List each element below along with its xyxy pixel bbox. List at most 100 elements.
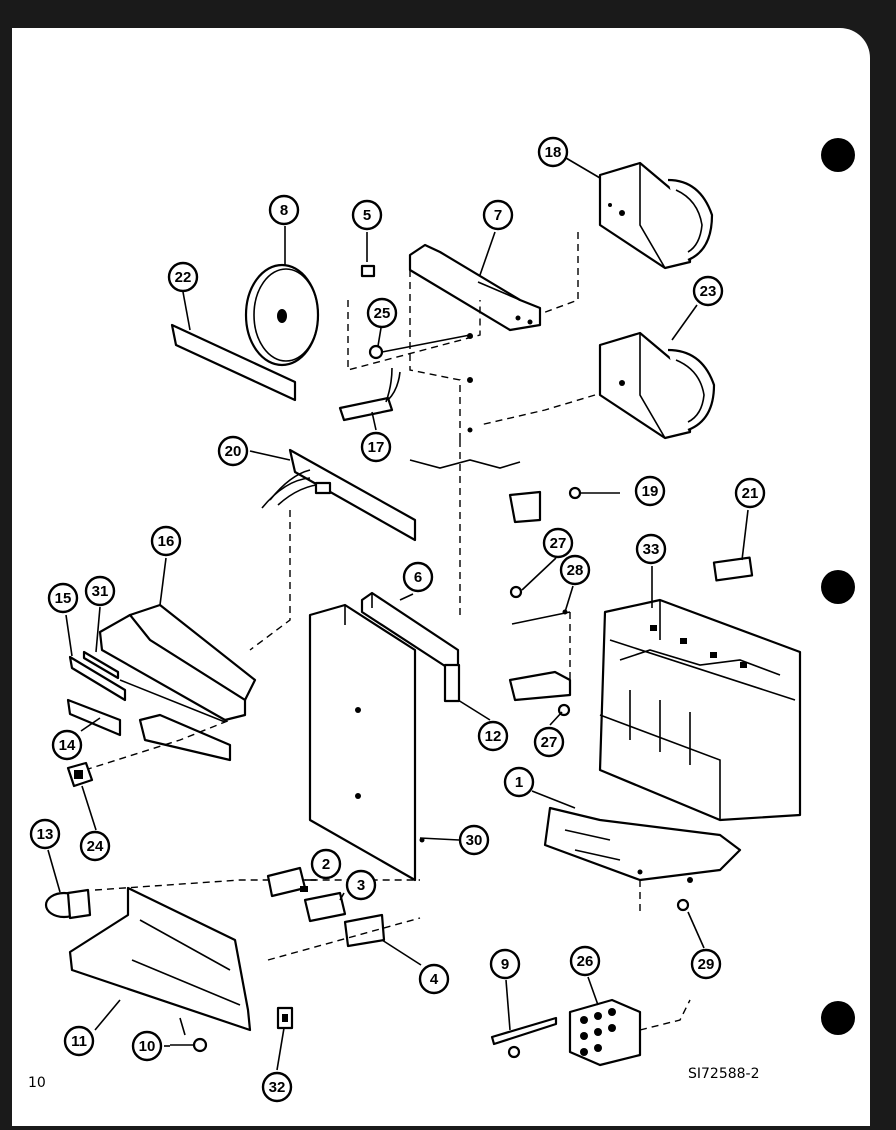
callout-16: 16	[150, 525, 182, 557]
callout-8: 8	[268, 194, 300, 226]
part-screw-19	[568, 486, 620, 500]
callout-circle	[458, 824, 490, 856]
callout-13: 13	[29, 818, 61, 850]
callout-number: 9	[501, 956, 509, 973]
part-rod-9	[490, 1016, 558, 1059]
callout-circle	[635, 533, 667, 565]
leader-lines	[47, 157, 749, 1071]
callout-6: 6	[402, 561, 434, 593]
part-terminal-block-26	[568, 998, 691, 1067]
callout-circle	[310, 848, 342, 880]
callout-circle	[482, 199, 514, 231]
callout-number: 17	[368, 439, 385, 456]
callout-number: 26	[577, 953, 594, 970]
callout-number: 25	[374, 305, 391, 322]
callout-number: 2	[322, 856, 330, 873]
callout-14: 14	[51, 729, 83, 761]
part-connector-12	[443, 663, 461, 703]
callout-circle	[47, 582, 79, 614]
binder-hole	[821, 1001, 855, 1035]
callout-circle	[51, 729, 83, 761]
callout-circle	[402, 561, 434, 593]
callout-number: 5	[363, 207, 371, 224]
callout-circle	[131, 1030, 163, 1062]
callout-25: 25	[366, 297, 398, 329]
callout-number: 23	[700, 283, 717, 300]
callout-circle	[79, 830, 111, 862]
callout-number: 28	[567, 562, 584, 579]
callout-number: 29	[698, 956, 715, 973]
part-timer-23	[598, 331, 716, 440]
callout-1: 1	[503, 766, 535, 798]
callout-29: 29	[690, 948, 722, 980]
callout-circle	[63, 1025, 95, 1057]
callout-number: 21	[742, 485, 759, 502]
callout-number: 32	[269, 1079, 286, 1096]
callout-5: 5	[351, 199, 383, 231]
callout-32: 32	[261, 1071, 293, 1103]
callout-circle	[418, 963, 450, 995]
callout-28: 28	[559, 554, 591, 586]
callout-circle	[167, 261, 199, 293]
part-block-4	[343, 913, 386, 948]
part-chassis-30	[308, 603, 425, 882]
binder-hole	[821, 138, 855, 172]
figure-code: SI72588-2	[688, 1066, 760, 1082]
callout-circle	[477, 720, 509, 752]
part-knob-13	[44, 888, 92, 920]
callout-circle	[533, 726, 565, 758]
callout-number: 18	[545, 144, 562, 161]
callout-number: 6	[414, 569, 422, 586]
callout-number: 20	[225, 443, 242, 460]
callout-31: 31	[84, 575, 116, 607]
callout-number: 7	[494, 207, 502, 224]
callout-number: 31	[92, 583, 109, 600]
callout-4: 4	[418, 963, 450, 995]
callout-number: 27	[541, 734, 558, 751]
part-bracket-7	[408, 243, 542, 332]
callout-number: 27	[550, 535, 567, 552]
callout-33: 33	[635, 533, 667, 565]
page-number: 10	[28, 1075, 46, 1091]
callout-circle	[345, 869, 377, 901]
part-screw-27	[509, 585, 523, 599]
callout-number: 11	[71, 1033, 87, 1050]
part-bracket-15	[68, 655, 127, 702]
part-block-3	[303, 891, 347, 923]
callout-15: 15	[47, 582, 79, 614]
callout-24: 24	[79, 830, 111, 862]
part-terminal-strip-20	[261, 448, 417, 542]
callout-7: 7	[482, 199, 514, 231]
callout-20: 20	[217, 435, 249, 467]
callout-number: 10	[139, 1038, 156, 1055]
callout-number: 16	[158, 533, 175, 550]
callout-circle	[366, 297, 398, 329]
callout-22: 22	[167, 261, 199, 293]
part-spacer-5	[360, 264, 376, 278]
callout-circle	[150, 525, 182, 557]
callout-30: 30	[458, 824, 490, 856]
callout-11: 11	[63, 1025, 95, 1057]
callout-circle	[634, 475, 666, 507]
callout-3: 3	[345, 869, 377, 901]
part-plate-22	[170, 323, 297, 402]
callout-number: 1	[515, 774, 523, 791]
callout-circle	[734, 477, 766, 509]
part-shelf-16	[98, 603, 257, 723]
callout-number: 3	[357, 877, 365, 894]
callout-27: 27	[542, 527, 574, 559]
callout-circle	[261, 1071, 293, 1103]
callout-circle	[503, 766, 535, 798]
part-tray-11	[68, 886, 252, 1036]
part-label-21	[712, 556, 754, 582]
callout-number: 33	[643, 541, 660, 558]
part-pulley-8	[244, 263, 320, 367]
part-grommet-32	[276, 1006, 294, 1030]
part-base-1	[543, 806, 742, 883]
part-bracket-28	[508, 609, 572, 702]
callout-circle	[217, 435, 249, 467]
callout-number: 4	[430, 971, 439, 988]
callout-circle	[29, 818, 61, 850]
callout-number: 24	[87, 838, 104, 855]
